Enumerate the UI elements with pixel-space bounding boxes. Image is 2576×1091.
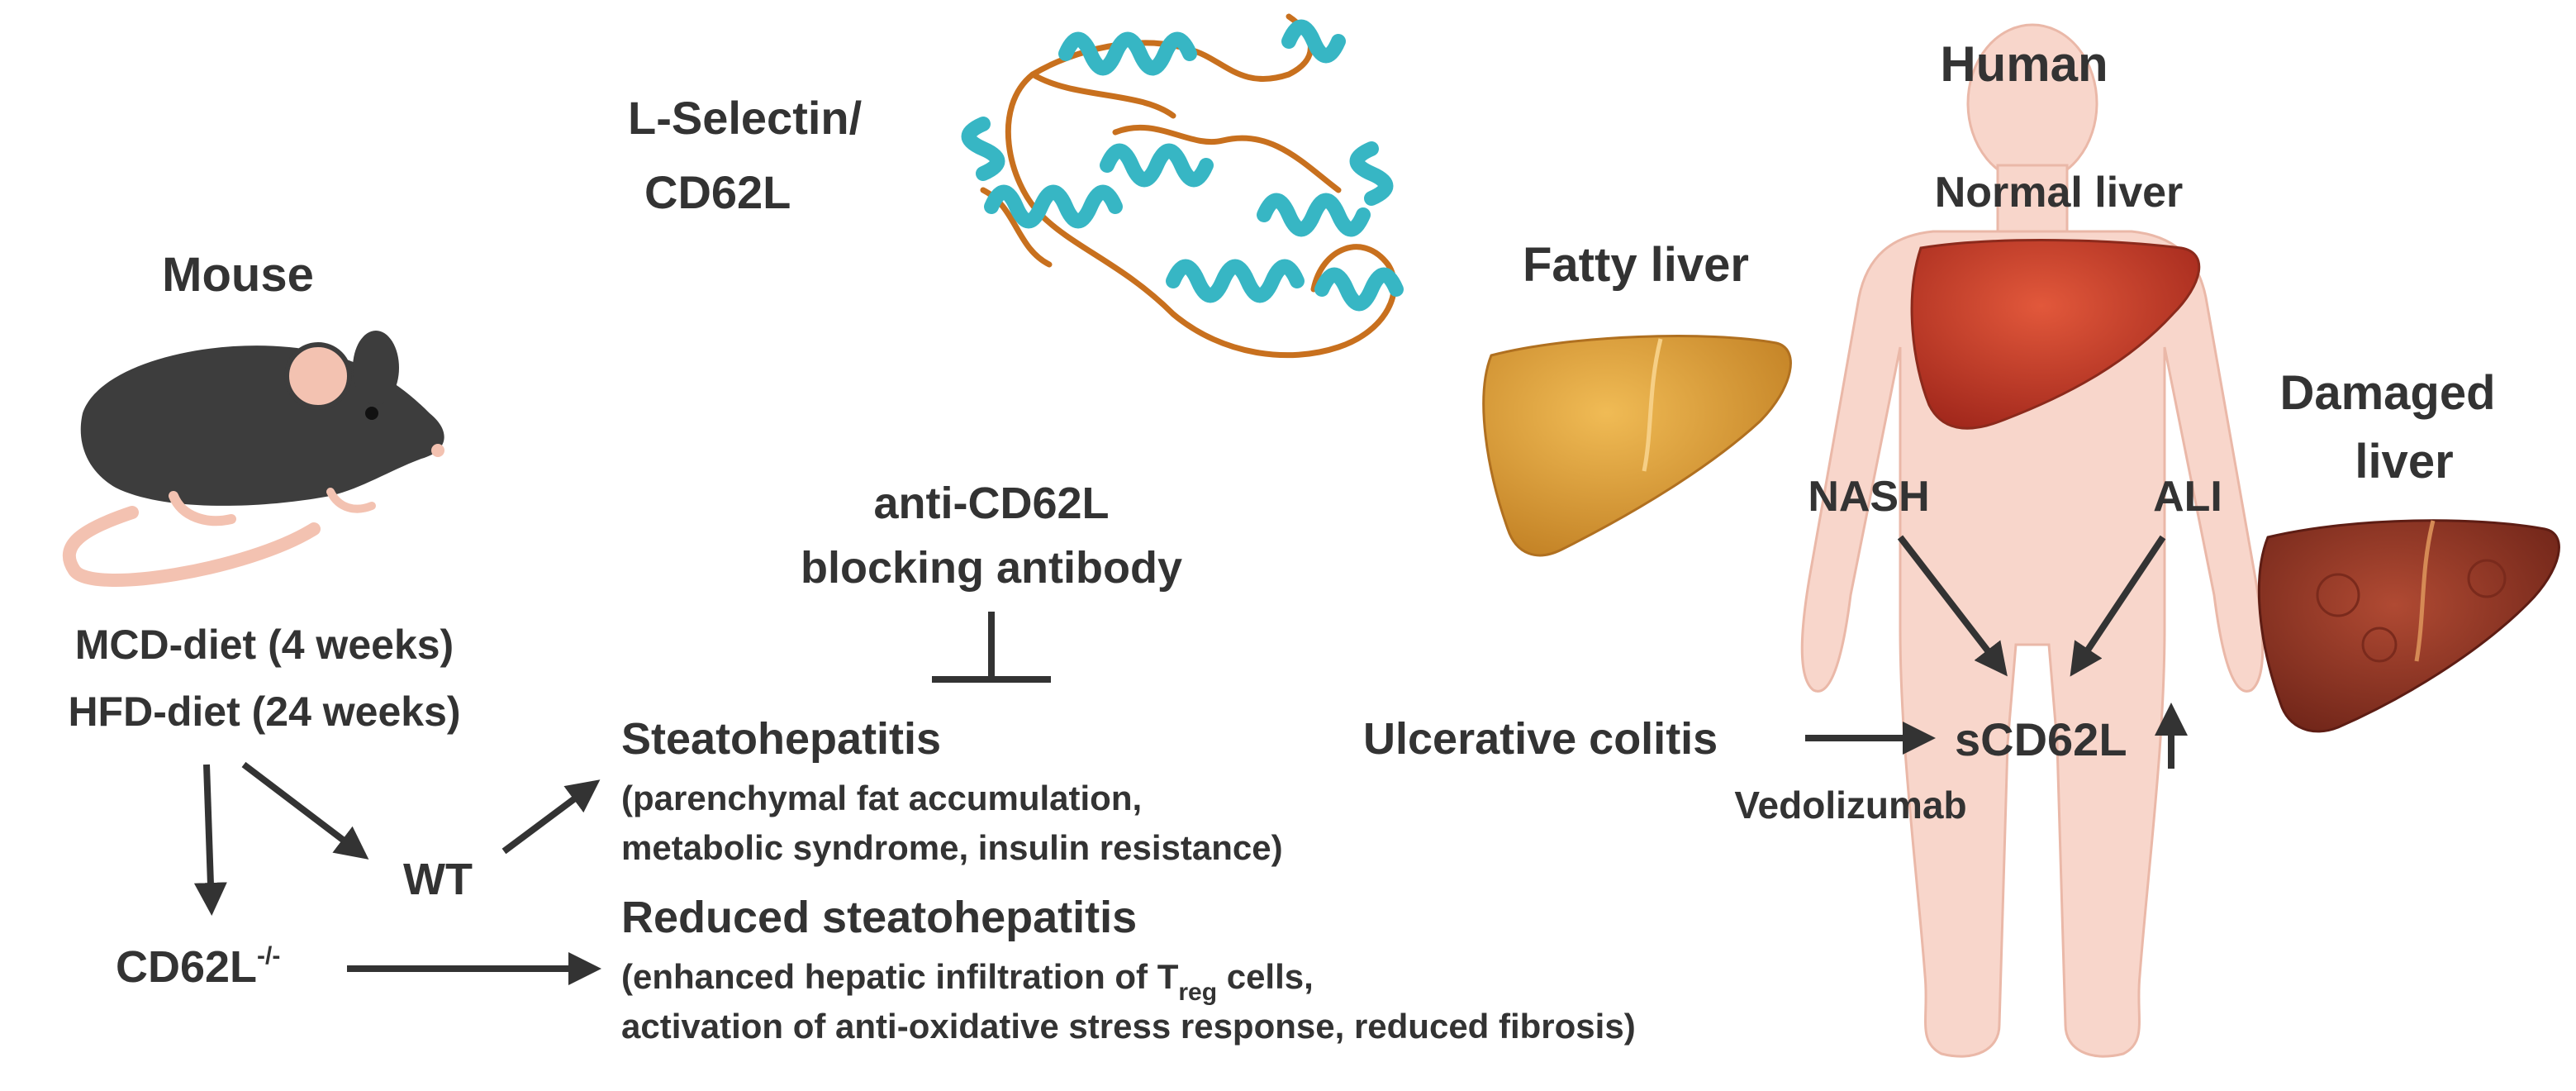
protein-label-line2: CD62L <box>644 166 791 218</box>
protein-label-line1: L-Selectin/ <box>628 92 863 144</box>
human-title: Human <box>1940 36 2108 92</box>
antibody-label-line2: blocking antibody <box>801 543 1182 593</box>
reduced-steatohepatitis-title: Reduced steatohepatitis <box>621 893 1137 942</box>
reduced-detail-line2: activation of anti-oxidative stress resp… <box>621 1007 1636 1046</box>
nash-label: NASH <box>1808 473 1929 521</box>
arrow-nash-to-scd62l <box>1897 535 2008 677</box>
fatty-liver-label: Fatty liver <box>1523 238 1749 292</box>
mouse-image <box>63 331 444 587</box>
steatohepatitis-detail-line2: metabolic syndrome, insulin resistance) <box>621 828 1283 867</box>
inhibition-symbol <box>932 612 1051 683</box>
human-body-figure <box>1800 23 2265 1058</box>
hfd-diet-label: HFD-diet (24 weeks) <box>68 688 460 735</box>
ulcerative-colitis-label: Ulcerative colitis <box>1363 714 1718 764</box>
arrow-diet-to-wt <box>241 761 369 860</box>
vedolizumab-label: Vedolizumab <box>1734 784 1966 827</box>
l-selectin-protein-structure <box>961 13 1404 359</box>
wt-label: WT <box>403 855 473 904</box>
steatohepatitis-title: Steatohepatitis <box>621 714 941 764</box>
damaged-liver-label-line2: liver <box>2355 435 2453 488</box>
steatohepatitis-detail-line1: (parenchymal fat accumulation, <box>621 779 1142 817</box>
mouse-title: Mouse <box>162 248 314 302</box>
antibody-label-line1: anti-CD62L <box>873 479 1109 528</box>
fatty-liver-image <box>1482 335 1792 557</box>
scd62l-label: sCD62L <box>1955 713 2127 765</box>
reduced-detail-line1: (enhanced hepatic infiltration of Treg c… <box>621 957 1314 1006</box>
arrow-ali-to-scd62l <box>2070 535 2166 677</box>
mcd-diet-label: MCD-diet (4 weeks) <box>75 622 454 668</box>
arrow-wt-to-steatohepatitis <box>501 779 601 855</box>
normal-liver-label: Normal liver <box>1935 169 2184 217</box>
damaged-liver-image <box>2257 519 2560 733</box>
damaged-liver-label-line1: Damaged <box>2279 366 2495 420</box>
ali-label: ALI <box>2153 473 2222 521</box>
cd62l-knockout-label: CD62L-/- <box>116 942 280 992</box>
arrow-diet-to-cd62l-ko <box>193 764 227 916</box>
normal-liver-image <box>1910 239 2201 430</box>
